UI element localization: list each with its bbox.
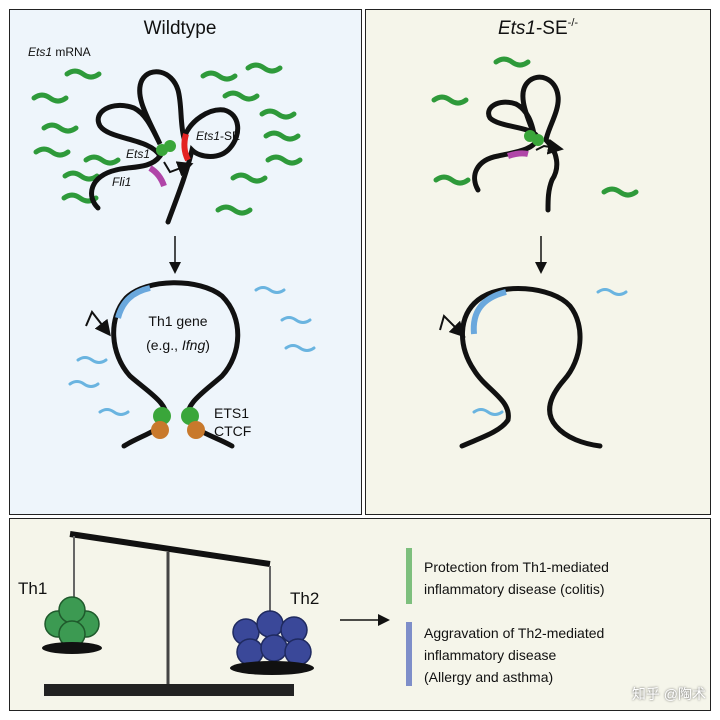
protection-bar — [406, 548, 412, 604]
fli1-gene-label: Fli1 — [112, 175, 131, 189]
ets1-gene-label: Ets1 — [126, 147, 150, 161]
protection-line2: inflammatory disease (colitis) — [424, 581, 605, 597]
wildtype-panel — [9, 9, 362, 515]
mrna-squiggle — [230, 172, 268, 184]
aggravation-line2: inflammatory disease — [424, 647, 556, 663]
transcription-arrow — [163, 161, 194, 177]
ets1-se-suffix: -SE — [220, 129, 240, 143]
th2-label: Th2 — [290, 589, 319, 608]
mrna-squiggle — [601, 186, 639, 198]
th1-gene-line2: (e.g., Ifng) — [146, 337, 210, 353]
th1-cell — [58, 596, 86, 624]
mrna-squiggle — [31, 92, 69, 104]
th2-pan — [230, 661, 314, 675]
knockout-title-superscript: -/- — [568, 17, 579, 29]
th1-gene-prefix: (e.g., — [146, 337, 182, 353]
ets1-se-italic: Ets1 — [196, 129, 220, 143]
aggravation-line3: (Allergy and asthma) — [424, 669, 553, 685]
ko-th1-gene-segment — [470, 289, 507, 335]
mrna-squiggle — [98, 408, 130, 416]
ets1-protein-dot — [153, 407, 171, 425]
mrna-squiggle — [263, 130, 301, 142]
mrna-squiggle — [62, 170, 100, 182]
mrna-squiggle — [41, 122, 79, 134]
ko-chromatin-fiber — [472, 74, 561, 213]
ko-transcription-arrow — [535, 138, 564, 155]
mrna-squiggle — [245, 62, 283, 74]
ets1-gene-marker — [164, 140, 176, 152]
mrna-squiggle — [215, 204, 253, 216]
mrna-squiggle — [68, 380, 100, 388]
ets1-protein-label: ETS1 — [214, 405, 249, 421]
ets1-mrna-suffix: mRNA — [52, 45, 91, 59]
th1-pan — [42, 642, 102, 654]
ko-ets1-gene-marker — [532, 134, 544, 146]
ets1-protein-dot — [181, 407, 199, 425]
ko-th1-mrna-squiggles — [472, 288, 628, 416]
th2-cells — [232, 610, 312, 666]
wildtype-title: Wildtype — [144, 18, 217, 39]
mrna-squiggle — [200, 70, 238, 82]
balance-base — [44, 684, 294, 696]
ko-fli1-segment — [507, 150, 529, 159]
th2-cell — [284, 638, 312, 666]
mrna-squiggle — [64, 68, 102, 80]
ets1-mrna-squiggles — [31, 62, 303, 216]
th1-cells — [44, 596, 100, 648]
ets1-mrna-label: Ets1 mRNA — [28, 45, 91, 59]
th2-cell — [260, 634, 288, 662]
knockout-title-suffix: -SE — [536, 18, 568, 39]
th1-gene-loop — [111, 280, 241, 449]
knockout-title: Ets1-SE-/- — [498, 17, 578, 39]
fli1-segment — [148, 165, 167, 188]
th2-cell — [236, 638, 264, 666]
th1-mrna-squiggles — [68, 286, 316, 416]
ctcf-protein-label: CTCF — [214, 423, 251, 439]
ets1-se-segment — [181, 133, 191, 162]
th1-gene-segment — [115, 285, 151, 319]
outcome-panel — [9, 518, 711, 711]
aggravation-line1: Aggravation of Th2-mediated — [424, 625, 604, 641]
aggravation-bar — [406, 622, 412, 686]
ets1-se-label: Ets1-SE — [196, 129, 240, 143]
mrna-squiggle — [254, 286, 286, 294]
mrna-squiggle — [280, 316, 312, 324]
ctcf-protein-dot — [187, 421, 205, 439]
chromatin-fiber — [89, 69, 241, 225]
mrna-squiggle — [431, 94, 469, 106]
mrna-squiggle — [83, 154, 121, 166]
knockout-title-italic: Ets1 — [498, 18, 536, 39]
mrna-squiggle — [259, 108, 297, 120]
transcription-arrow — [85, 310, 111, 337]
ko-ets1-mrna-squiggles — [431, 56, 639, 198]
mrna-squiggle — [493, 56, 531, 68]
mrna-squiggle — [76, 356, 108, 364]
mrna-squiggle — [596, 288, 628, 296]
mrna-squiggle — [472, 408, 504, 416]
mrna-squiggle — [265, 154, 303, 166]
ctcf-protein-dot — [151, 421, 169, 439]
ko-transcription-arrow — [439, 314, 466, 338]
watermark: 知乎 @陶术 — [631, 686, 706, 702]
ifng-label: Ifng — [182, 337, 206, 353]
mrna-squiggle — [222, 90, 260, 102]
th1-gene-suffix: ) — [205, 337, 210, 353]
th2-cell — [256, 610, 284, 638]
protection-line1: Protection from Th1-mediated — [424, 559, 609, 575]
mrna-squiggle — [284, 344, 316, 352]
balance-beam — [69, 531, 271, 567]
mrna-squiggle — [33, 146, 71, 158]
ets1-mrna-italic: Ets1 — [28, 45, 52, 59]
ko-th1-gene-loop — [459, 286, 603, 449]
mrna-squiggle — [433, 174, 471, 186]
th1-gene-line1: Th1 gene — [148, 313, 207, 329]
th1-label: Th1 — [18, 579, 47, 598]
